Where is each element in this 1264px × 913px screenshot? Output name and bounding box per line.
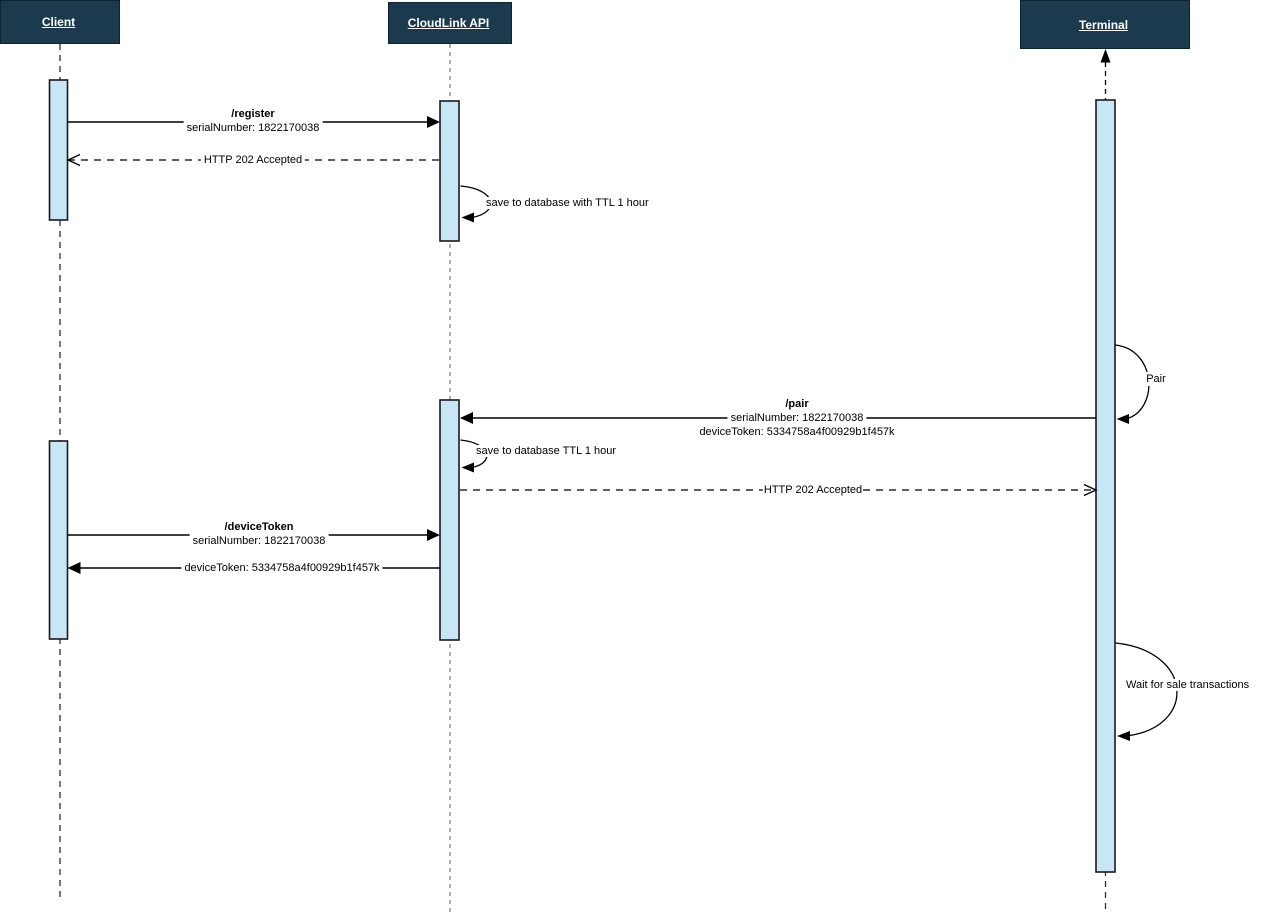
register-response-label: HTTP 202 Accepted [200, 153, 306, 167]
device-token-method: /deviceToken [221, 520, 297, 534]
actor-cloudlink-api-label: CloudLink API [407, 16, 490, 30]
activation-api-1 [439, 100, 460, 242]
register-param: serialNumber: 1822170038 [183, 121, 323, 135]
device-token-response-text: deviceToken: 5334758a4f00929b1f457k [181, 561, 383, 575]
pair-loop-label: Pair [1143, 372, 1169, 386]
device-token-response-label: deviceToken: 5334758a4f00929b1f457k [181, 561, 383, 575]
pair-response-text: HTTP 202 Accepted [762, 483, 864, 497]
terminal-startup-arrowhead-icon [1100, 49, 1111, 63]
actor-client: Client [0, 0, 120, 44]
pair-param1: serialNumber: 1822170038 [727, 411, 867, 425]
save-pair-label: save to database TTL 1 hour [473, 444, 620, 458]
activation-client-1 [48, 79, 69, 221]
actor-terminal-label: Terminal [1078, 17, 1129, 32]
register-arrowhead-icon [427, 116, 440, 128]
wait-loop-label: Wait for sale transactions [1125, 678, 1251, 692]
device-token-message-label: /deviceToken serialNumber: 1822170038 [189, 520, 329, 548]
register-method: /register [228, 107, 278, 121]
pair-param2: deviceToken: 5334758a4f00929b1f457k [696, 425, 898, 439]
activation-api-2 [439, 399, 460, 641]
wait-loop-arrowhead-icon [1117, 731, 1130, 741]
pair-loop-arrowhead-icon [1116, 414, 1129, 424]
pair-response-label: HTTP 202 Accepted [762, 483, 864, 497]
actor-cloudlink-api: CloudLink API [388, 2, 512, 44]
save-register-label: save to database with TTL 1 hour [483, 196, 652, 210]
pair-response-arrowhead-icon [1083, 483, 1098, 497]
pair-loop-text: Pair [1143, 372, 1169, 386]
pair-arrowhead-icon [460, 412, 473, 424]
register-message-label: /register serialNumber: 1822170038 [183, 107, 323, 135]
device-token-arrowhead-icon [427, 529, 440, 541]
actor-client-label: Client [41, 15, 76, 29]
save-pair-loop-arrowhead-icon [461, 462, 474, 473]
activation-client-2 [48, 440, 69, 640]
device-token-param: serialNumber: 1822170038 [189, 534, 329, 548]
register-response-arrowhead-icon [66, 153, 81, 167]
actor-terminal: Terminal [1020, 0, 1190, 49]
save-register-text: save to database with TTL 1 hour [483, 197, 652, 209]
pair-method: /pair [782, 397, 812, 411]
register-response-text: HTTP 202 Accepted [200, 153, 306, 167]
wait-loop-text: Wait for sale transactions [1125, 679, 1251, 691]
pair-message-label: /pair serialNumber: 1822170038 deviceTok… [696, 397, 898, 439]
device-token-response-arrowhead-icon [67, 562, 81, 574]
activation-terminal [1095, 99, 1116, 873]
save-pair-text: save to database TTL 1 hour [473, 445, 620, 457]
save-register-loop-arrowhead-icon [461, 212, 474, 223]
